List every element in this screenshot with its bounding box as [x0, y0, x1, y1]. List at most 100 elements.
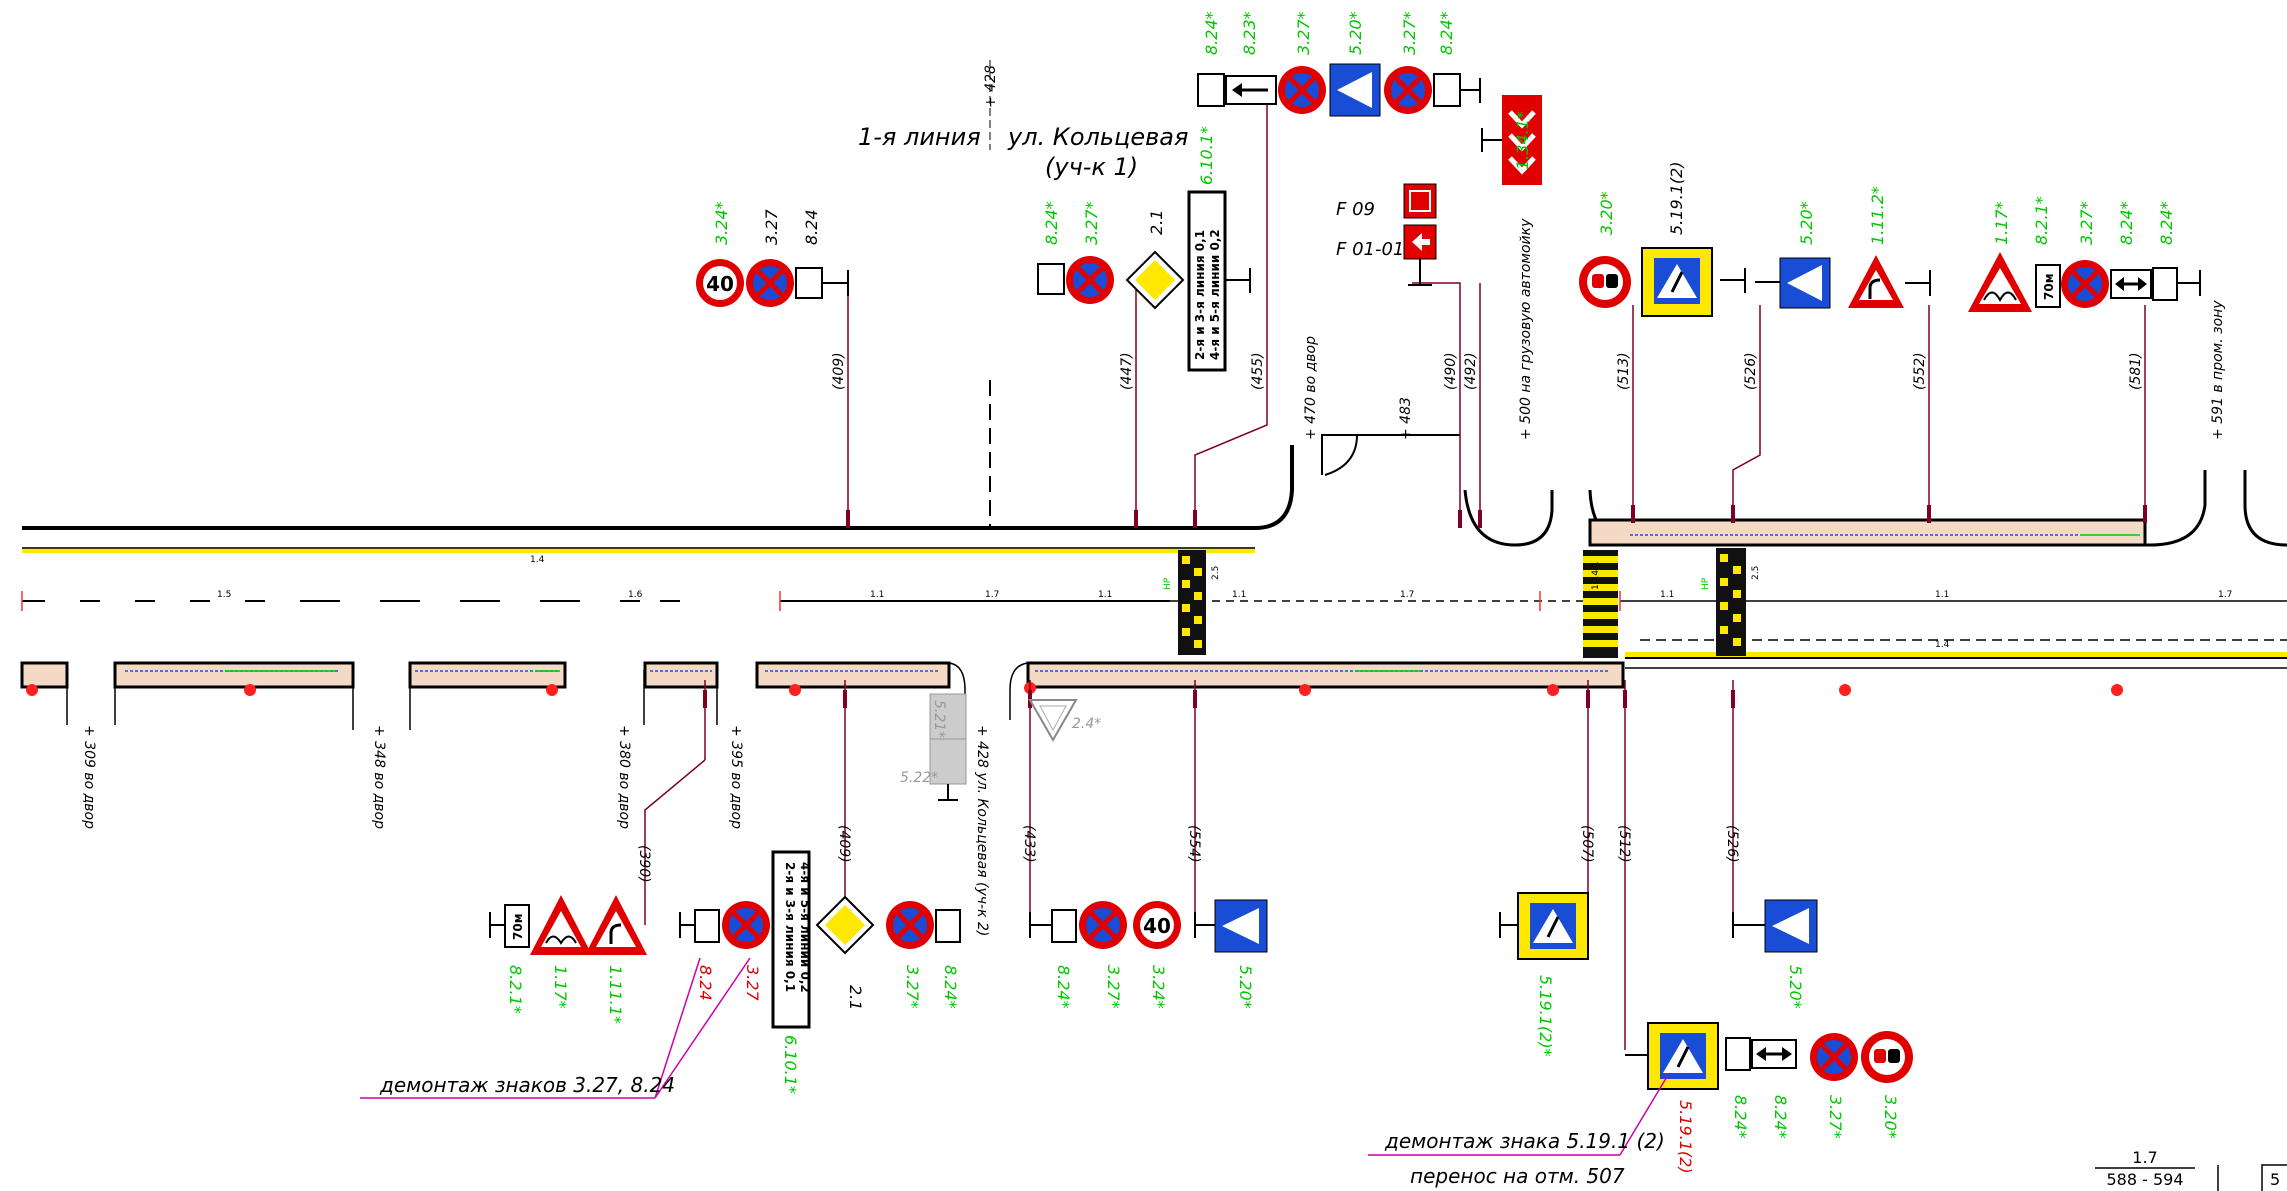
junction-label: + 348 во двор [371, 725, 387, 829]
marking-hr-label: НР [1701, 577, 1711, 590]
sign-code: 8.24* [1054, 965, 1073, 1009]
sign-group-513 [1579, 247, 1746, 317]
picket-label: (507) [1579, 825, 1595, 863]
sign-group-554 [1194, 899, 1268, 953]
curb-ends [66, 662, 1029, 730]
artificial-bump-sign [1329, 63, 1381, 117]
sign-code: 6.10.1* [781, 1035, 800, 1094]
sign-code: 5.20* [1236, 965, 1255, 1009]
junction-label: + 395 во двор [728, 725, 744, 829]
svg-text:1.7: 1.7 [2218, 590, 2232, 600]
pedestrian-crossing-sign [1641, 247, 1713, 317]
yield-sign-ghost [1028, 699, 1078, 743]
sign-code: 1.17* [551, 965, 570, 1009]
picket-label: (447) [1119, 352, 1135, 390]
arrow-plate [1751, 1039, 1797, 1069]
road-geometry [20, 380, 2287, 696]
marking-label: 2.5 [1751, 566, 1761, 580]
sign-code: 8.24* [1771, 1095, 1790, 1139]
svg-text:4-я и 5-я линии 0,2: 4-я и 5-я линии 0,2 [1208, 229, 1222, 360]
transfer-note: перенос на отм. 507 [1410, 1164, 1625, 1188]
direction-plate: 2-я и 3-я линия 0,1 4-я и 5-я линии 0,2 [771, 850, 812, 1029]
no-stopping-sign [1384, 66, 1432, 114]
sign-code: 3.24* [1149, 965, 1168, 1009]
sign-code: 8.24* [2157, 201, 2176, 245]
tow-truck-plate [1051, 909, 1077, 943]
leader-lines [644, 90, 2146, 1050]
marking-hr-label: НР [1163, 577, 1173, 590]
sign-group-409: 40 [696, 259, 849, 307]
svg-text:1.7: 1.7 [1400, 590, 1414, 600]
svg-text:4-я и 5-я линии 0,2: 4-я и 5-я линии 0,2 [798, 862, 812, 993]
sign-code: 1.11.1* [606, 965, 625, 1024]
dangerous-turn-sign [1848, 255, 1904, 308]
svg-text:5: 5 [2270, 1170, 2280, 1189]
arrow-plate [1225, 75, 1277, 105]
no-stopping-sign [1066, 256, 1114, 304]
svg-text:588 - 594: 588 - 594 [2106, 1170, 2183, 1189]
sign-code: 3.27* [1826, 1095, 1845, 1139]
sign-code: 8.24* [1202, 11, 1221, 55]
picket-label: (390) [636, 845, 652, 883]
svg-text:1.7: 1.7 [985, 590, 999, 600]
dangerous-turn-sign [585, 895, 647, 955]
sign-code: 8.2.1* [2032, 196, 2051, 245]
picket-label: (513) [1616, 352, 1632, 390]
sign-code: 3.27 [762, 209, 781, 245]
sign-group-455 [1197, 63, 1481, 117]
route-signs [1403, 183, 1437, 286]
tow-truck-plate [694, 909, 720, 943]
speed-limit-40-sign: 40 [1133, 901, 1181, 949]
tow-truck-plate [1197, 73, 1225, 107]
picket-label: (552) [1912, 352, 1928, 390]
sign-code: 8.24 [802, 209, 821, 245]
sign-code: 3.27* [1104, 965, 1123, 1009]
sign-code: 8.24* [1731, 1095, 1750, 1139]
junction-label: + 591 в пром. зону [2210, 300, 2226, 440]
no-stopping-sign [722, 901, 770, 949]
pedestrian-crossing-sign [1647, 1022, 1719, 1090]
tow-truck-plate [2152, 267, 2178, 301]
main-road-sign [815, 895, 875, 955]
no-stopping-sign [886, 901, 934, 949]
sign-code: 1.17* [1992, 201, 2011, 245]
sign-code: 1.34.1* [1513, 111, 1532, 170]
sign-code: 6.10.1* [1197, 126, 1216, 185]
sign-code: 5.19.1(2) [1676, 1100, 1695, 1174]
tow-truck-plate [935, 909, 961, 943]
distance-plate: 70м [504, 904, 530, 948]
section1-heading: (уч-к 1) [1045, 153, 1138, 181]
distance-plate: 70м [2035, 264, 2061, 308]
svg-text:1.7: 1.7 [2132, 1148, 2157, 1167]
svg-text:1.1: 1.1 [870, 590, 884, 600]
sign-code: 3.20* [1881, 1095, 1900, 1139]
sign-code: 3.24* [712, 201, 731, 245]
tow-truck-plate [1725, 1037, 1751, 1071]
svg-text:40: 40 [1143, 914, 1171, 938]
marking-labels: 1.4 1.5 1.6 1.1 1.7 1.1 1.1 1.7 1.14.1 1… [217, 555, 2232, 650]
ghost-sign-code: 2.4* [1072, 716, 1101, 732]
sign-group-581: 70м [1968, 252, 2201, 312]
arrow-plate [2110, 269, 2152, 299]
junction-label: + 380 во двор [616, 725, 632, 829]
sign-code: 5.19.1(2) [1667, 161, 1686, 235]
sign-code: 3.27* [1082, 201, 1101, 245]
no-stopping-sign [1810, 1033, 1858, 1081]
sign-code: 5.20* [1797, 201, 1816, 245]
svg-text:1.5: 1.5 [217, 590, 231, 600]
artificial-bump-sign [1779, 257, 1831, 309]
picket-label: (526) [1724, 825, 1740, 863]
sign-code: 8.2.1* [506, 965, 525, 1014]
sign-code: 3.27* [1400, 11, 1419, 55]
junction-label: + 309 во двор [81, 725, 97, 829]
sign-code: 5.20* [1346, 11, 1365, 55]
picket-label: (433) [1021, 825, 1037, 863]
sign-group-507 [1499, 892, 1589, 960]
route-sign-code: F 01-01 [1336, 239, 1404, 260]
turn-direction-sign [1481, 95, 1542, 185]
svg-text:1.4: 1.4 [1935, 640, 1950, 650]
sign-code: 2.1 [846, 985, 865, 1010]
ghost-sign-code: 5.22* [900, 770, 938, 786]
no-stopping-sign [1278, 66, 1326, 114]
svg-text:2-я и 3-я линия 0,1: 2-я и 3-я линия 0,1 [1193, 230, 1207, 360]
